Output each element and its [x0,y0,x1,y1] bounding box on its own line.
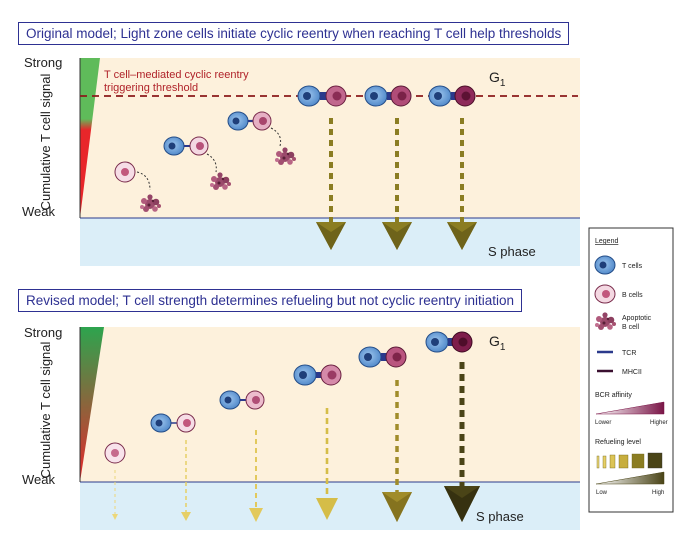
panel1-title: Original model; Light zone cells initiat… [18,22,570,45]
panel2-title: Revised model; T cell strength determine… [18,289,522,312]
t-b-pair [428,85,476,107]
t-b-pair [293,364,342,386]
y-top-label: Strong [24,325,62,340]
svg-text:TCR: TCR [622,350,636,357]
g1-label: G1 [489,69,506,89]
legend-tcr: TCR [597,350,636,357]
y-bottom-label: Weak [22,472,55,487]
t-b-pair [227,111,272,131]
y-axis-label: Cumulative T cell signal [38,73,53,210]
t-b-pair [358,346,407,368]
refueling-arrow [316,408,338,520]
legend-mhcii: MHCII [597,369,642,376]
t-b-pair [425,331,473,353]
svg-text:Higher: Higher [650,420,668,426]
t-b-pair [297,85,347,107]
svg-text:High: High [652,490,664,496]
arrow [206,153,217,173]
svg-text:Refueling level: Refueling level [595,439,641,446]
t-b-pair [219,390,265,410]
g1-label: G1 [489,333,506,353]
s-phase-label: S phase [476,509,524,524]
arrow [270,127,282,147]
svg-text:B cell: B cell [622,324,640,331]
legend-refueling: Refueling level Low High [595,439,664,496]
svg-text:MHCII: MHCII [622,369,642,376]
y-top-label: Strong [24,55,62,70]
legend-b-cell: B cells [594,284,643,304]
legend-title: Legend [595,238,618,245]
t-b-pair [163,136,209,156]
svg-text:Apoptotic: Apoptotic [622,315,652,322]
panel2: Strong Weak Cumulative T cell signal G1 … [22,325,580,530]
refueling-arrow [382,118,412,250]
y-bottom-label: Weak [22,204,55,219]
legend-apoptotic: Apoptotic B cell [595,312,652,331]
refueling-arrow [316,118,346,250]
s-phase-label: S phase [488,244,536,259]
signal-wedge [80,327,104,482]
legend: Legend T cells B cells Apoptotic B cell … [588,227,674,513]
legend-t-cell: T cells [594,255,643,275]
signal-wedge [80,58,100,218]
panel1: Strong Weak Cumulative T cell signal T c… [22,55,580,266]
svg-text:Lower: Lower [595,420,611,426]
legend-bcr-affinity: BCR affinity Lower Higher [595,392,668,426]
refueling-arrow [112,470,118,520]
svg-text:B cells: B cells [622,292,643,299]
b-cell [104,442,126,464]
refueling-arrow [447,118,477,250]
g1-region [80,327,580,482]
svg-text:BCR affinity: BCR affinity [595,392,632,399]
arrow [136,171,151,191]
refueling-arrow [444,362,480,522]
svg-text:Low: Low [596,490,608,496]
threshold-label: T cell–mediated cyclic reentry [104,69,249,81]
refueling-arrow [181,440,191,521]
refueling-arrow [382,380,412,522]
threshold-label-2: triggering threshold [104,82,198,94]
t-b-pair [150,413,196,433]
y-axis-label: Cumulative T cell signal [38,341,53,478]
t-b-pair [364,85,412,107]
svg-text:T cells: T cells [622,263,643,270]
g1-region [80,58,580,218]
refueling-arrow [249,430,263,522]
b-cell [114,161,136,183]
